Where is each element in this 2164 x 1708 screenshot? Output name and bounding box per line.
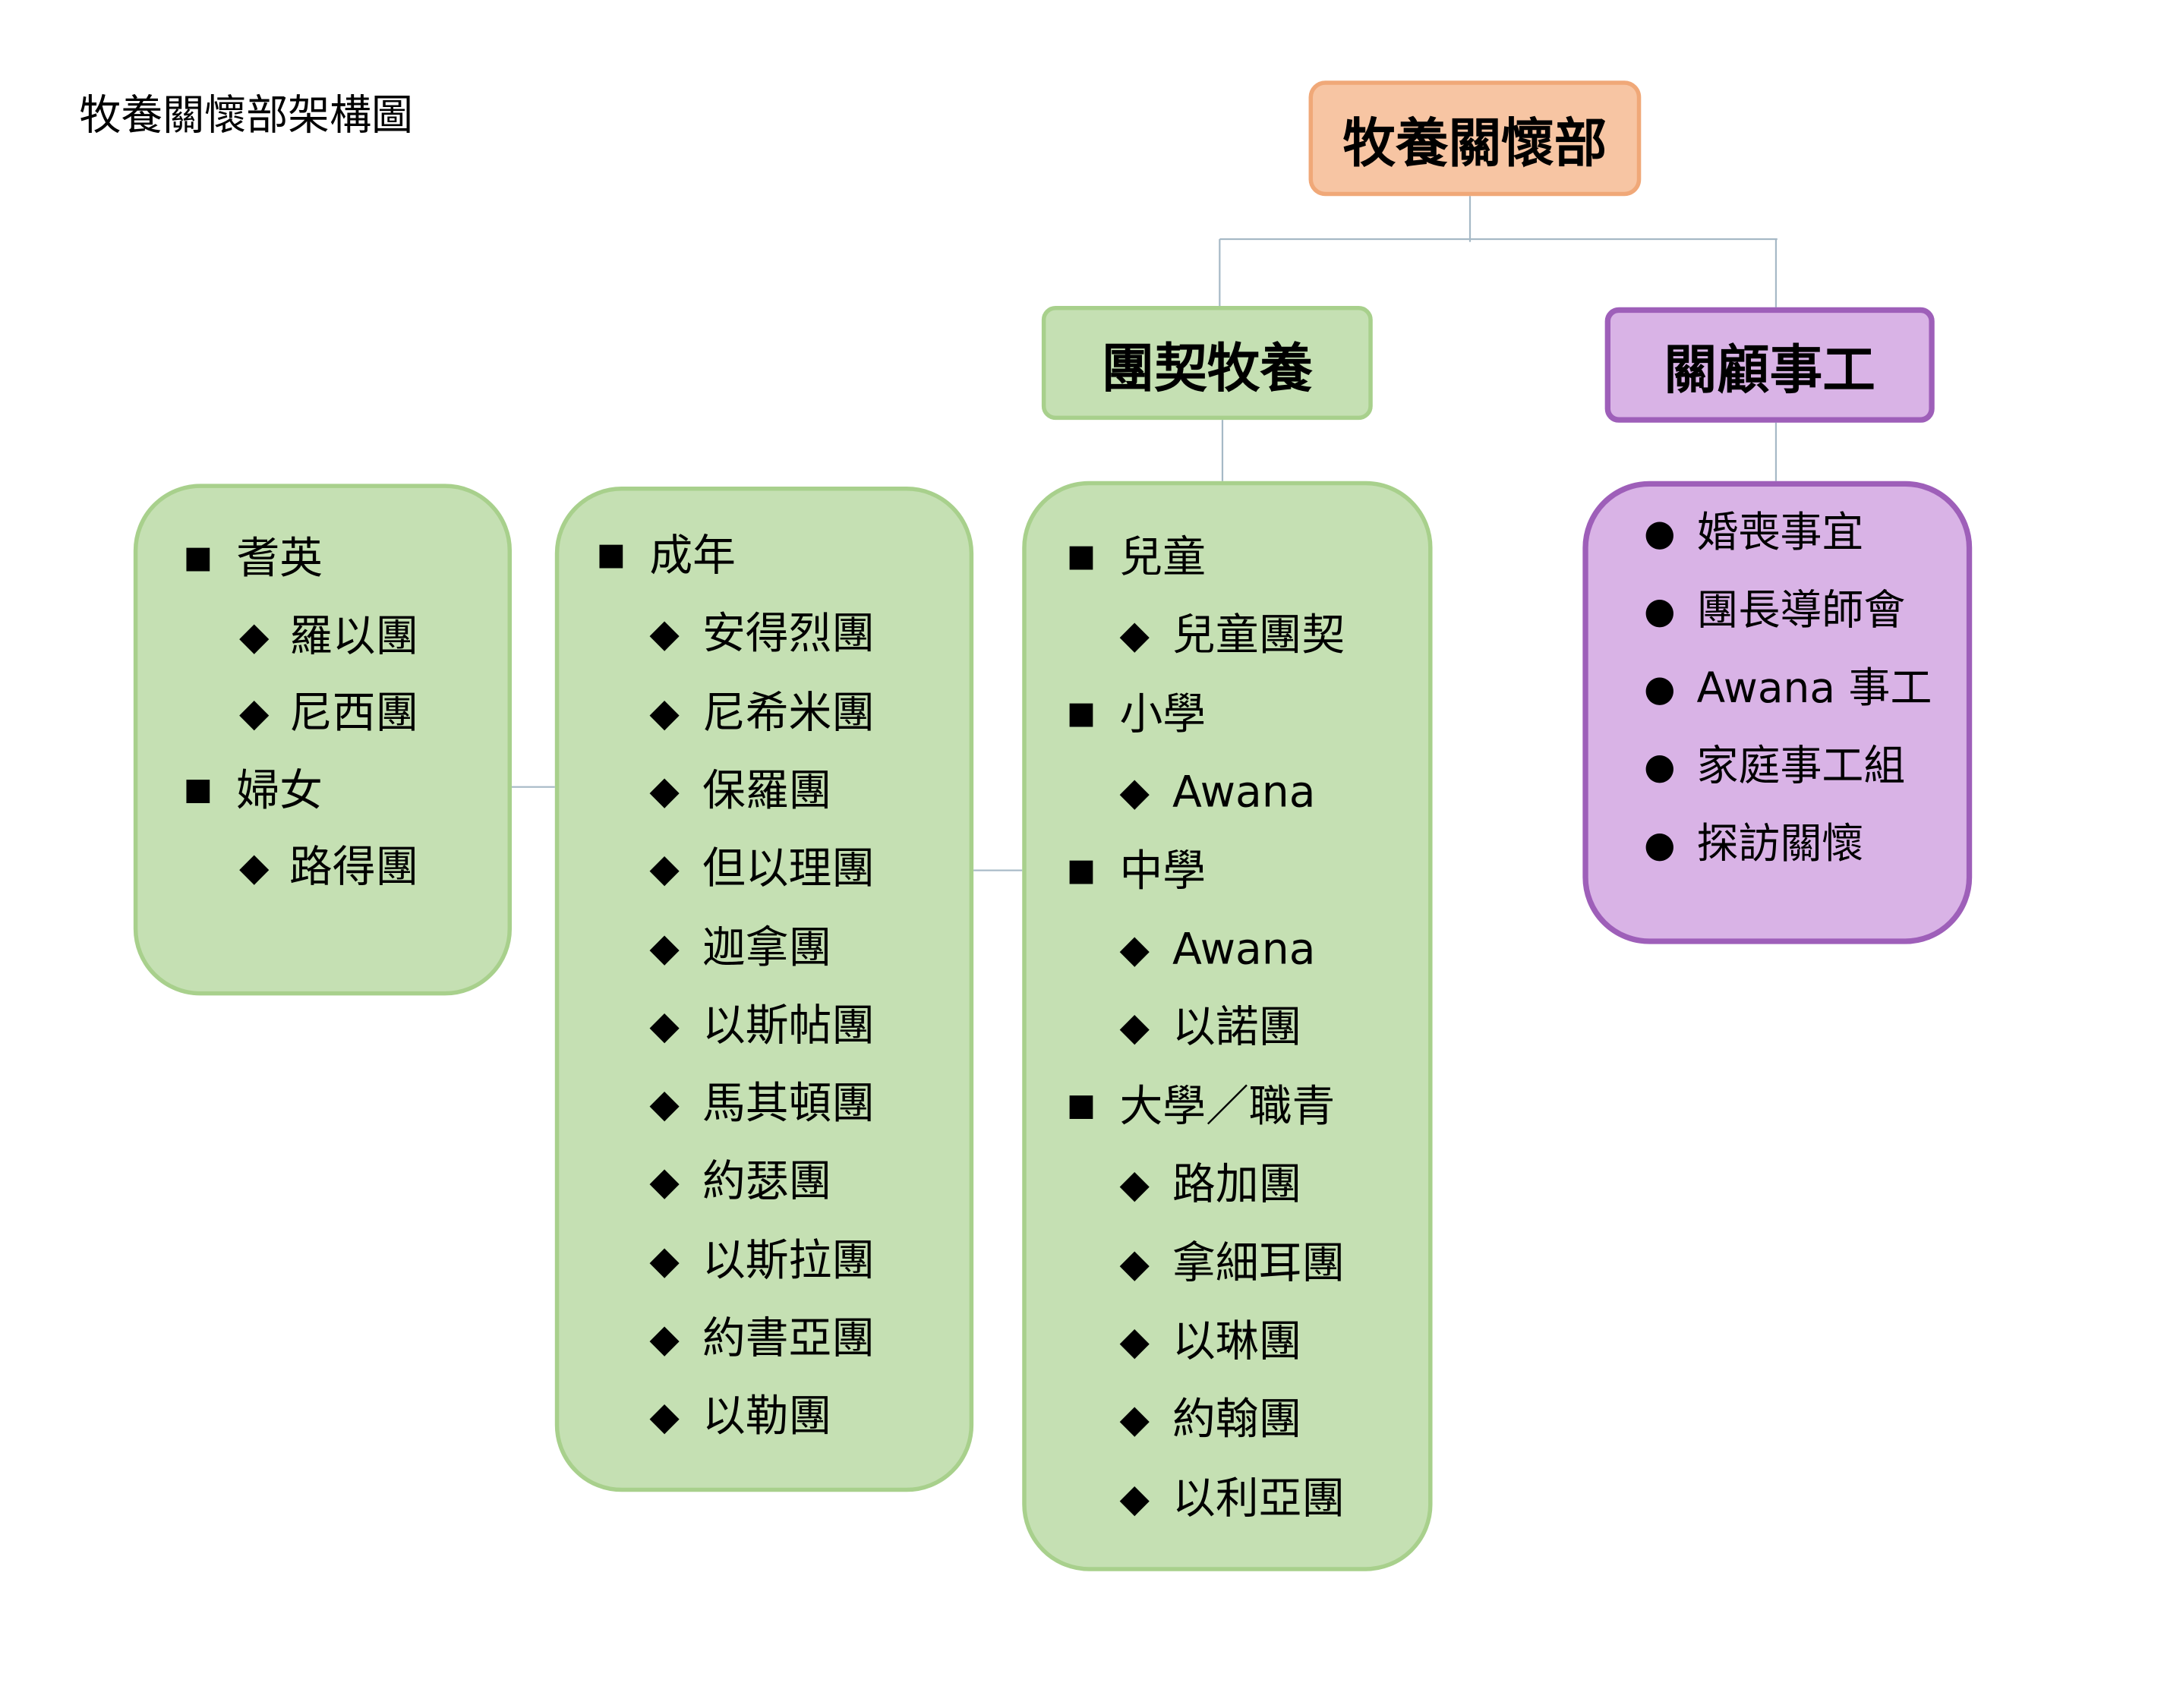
diamond-bullet-icon: ◆: [649, 689, 680, 736]
care-item-label: 婚喪事宜: [1696, 509, 1864, 558]
circle-bullet-icon: ●: [1643, 512, 1676, 555]
diamond-bullet-icon: ◆: [1119, 1318, 1150, 1364]
youth-item-label: 約翰團: [1172, 1394, 1302, 1445]
adult-item-label: 保羅團: [702, 766, 832, 816]
circle-bullet-icon: ●: [1643, 668, 1676, 711]
adult-item-label: 尼希米團: [702, 687, 875, 738]
diamond-bullet-icon: ◆: [239, 843, 270, 890]
square-bullet-icon: ■: [183, 772, 213, 808]
diamond-bullet-icon: ◆: [649, 1080, 680, 1127]
diamond-bullet-icon: ◆: [649, 610, 680, 657]
diamond-bullet-icon: ◆: [649, 767, 680, 814]
diamond-bullet-icon: ◆: [1119, 612, 1150, 659]
panel-elder-women: [133, 484, 513, 996]
square-bullet-icon: ■: [596, 537, 626, 573]
diamond-bullet-icon: ◆: [649, 1237, 680, 1283]
circle-bullet-icon: ●: [1643, 746, 1676, 789]
diamond-bullet-icon: ◆: [649, 1158, 680, 1205]
youth-item-label: 兒童團契: [1172, 610, 1345, 661]
adult-item-label: 約瑟團: [702, 1157, 832, 1208]
square-bullet-icon: ■: [183, 540, 213, 576]
elder-item-label: 羅以團: [289, 610, 419, 661]
adult-item-label: 安得烈團: [702, 609, 875, 660]
adult-item-label: 馬其頓團: [702, 1079, 875, 1130]
square-bullet-icon: ■: [1066, 696, 1096, 732]
diamond-bullet-icon: ◆: [1119, 1396, 1150, 1443]
youth-item-label: 中學: [1119, 846, 1206, 897]
diamond-bullet-icon: ◆: [649, 924, 680, 970]
care-item-label: 團長導師會: [1696, 586, 1906, 636]
adult-item-label: 迦拿團: [702, 922, 832, 973]
adult-item-label: 以斯帖團: [702, 1001, 875, 1051]
square-bullet-icon: ■: [1066, 1088, 1096, 1123]
youth-item-label: 以琳團: [1172, 1316, 1302, 1367]
youth-item-label: 大學／職青: [1119, 1081, 1336, 1132]
diamond-bullet-icon: ◆: [1119, 1240, 1150, 1286]
elder-item-label: 耆英: [236, 534, 323, 585]
youth-item-label: 路加團: [1172, 1159, 1302, 1210]
adult-item-label: 以斯拉團: [702, 1235, 875, 1286]
youth-item-label: Awana: [1172, 925, 1316, 975]
panel-care-ministry: [1582, 481, 1973, 944]
page-title: 牧養關懷部架構圖: [79, 91, 413, 140]
adult-item-label: 以勒團: [702, 1391, 832, 1442]
care-item-label: 家庭事工組: [1696, 742, 1906, 792]
diamond-bullet-icon: ◆: [649, 1002, 680, 1048]
branch-node-fellowship: 團契牧養: [1041, 305, 1373, 421]
youth-item-label: 拿細耳團: [1172, 1238, 1345, 1289]
diamond-bullet-icon: ◆: [239, 689, 270, 736]
youth-item-label: 兒童: [1119, 532, 1206, 583]
diamond-bullet-icon: ◆: [649, 1393, 680, 1440]
square-bullet-icon: ■: [1066, 852, 1096, 888]
square-bullet-icon: ■: [1066, 539, 1096, 575]
diamond-bullet-icon: ◆: [1119, 769, 1150, 815]
adult-item-label: 成年: [649, 531, 736, 581]
diamond-bullet-icon: ◆: [1119, 925, 1150, 972]
care-item-label: 探訪關懷: [1696, 820, 1864, 869]
diamond-bullet-icon: ◆: [649, 1315, 680, 1362]
branch-node-care-ministry: 關顧事工: [1604, 307, 1935, 423]
circle-bullet-icon: ●: [1643, 591, 1676, 633]
care-item-label: Awana 事工: [1696, 664, 1932, 714]
panel-adult: [554, 487, 974, 1492]
elder-item-label: 路得團: [289, 842, 419, 893]
diamond-bullet-icon: ◆: [239, 612, 270, 659]
youth-item-label: 以利亞團: [1172, 1473, 1345, 1524]
diamond-bullet-icon: ◆: [1119, 1474, 1150, 1521]
circle-bullet-icon: ●: [1643, 824, 1676, 867]
adult-item-label: 但以理團: [702, 844, 875, 895]
panel-youth: [1022, 481, 1433, 1571]
diamond-bullet-icon: ◆: [1119, 1004, 1150, 1051]
elder-item-label: 婦女: [236, 765, 323, 816]
youth-item-label: Awana: [1172, 767, 1316, 818]
youth-item-label: 以諾團: [1172, 1003, 1302, 1054]
root-node-pastoral-care: 牧養關懷部: [1308, 80, 1642, 197]
diamond-bullet-icon: ◆: [649, 845, 680, 892]
diamond-bullet-icon: ◆: [1119, 1161, 1150, 1208]
elder-item-label: 尼西團: [289, 688, 419, 739]
youth-item-label: 小學: [1119, 689, 1206, 740]
adult-item-label: 約書亞團: [702, 1313, 875, 1364]
